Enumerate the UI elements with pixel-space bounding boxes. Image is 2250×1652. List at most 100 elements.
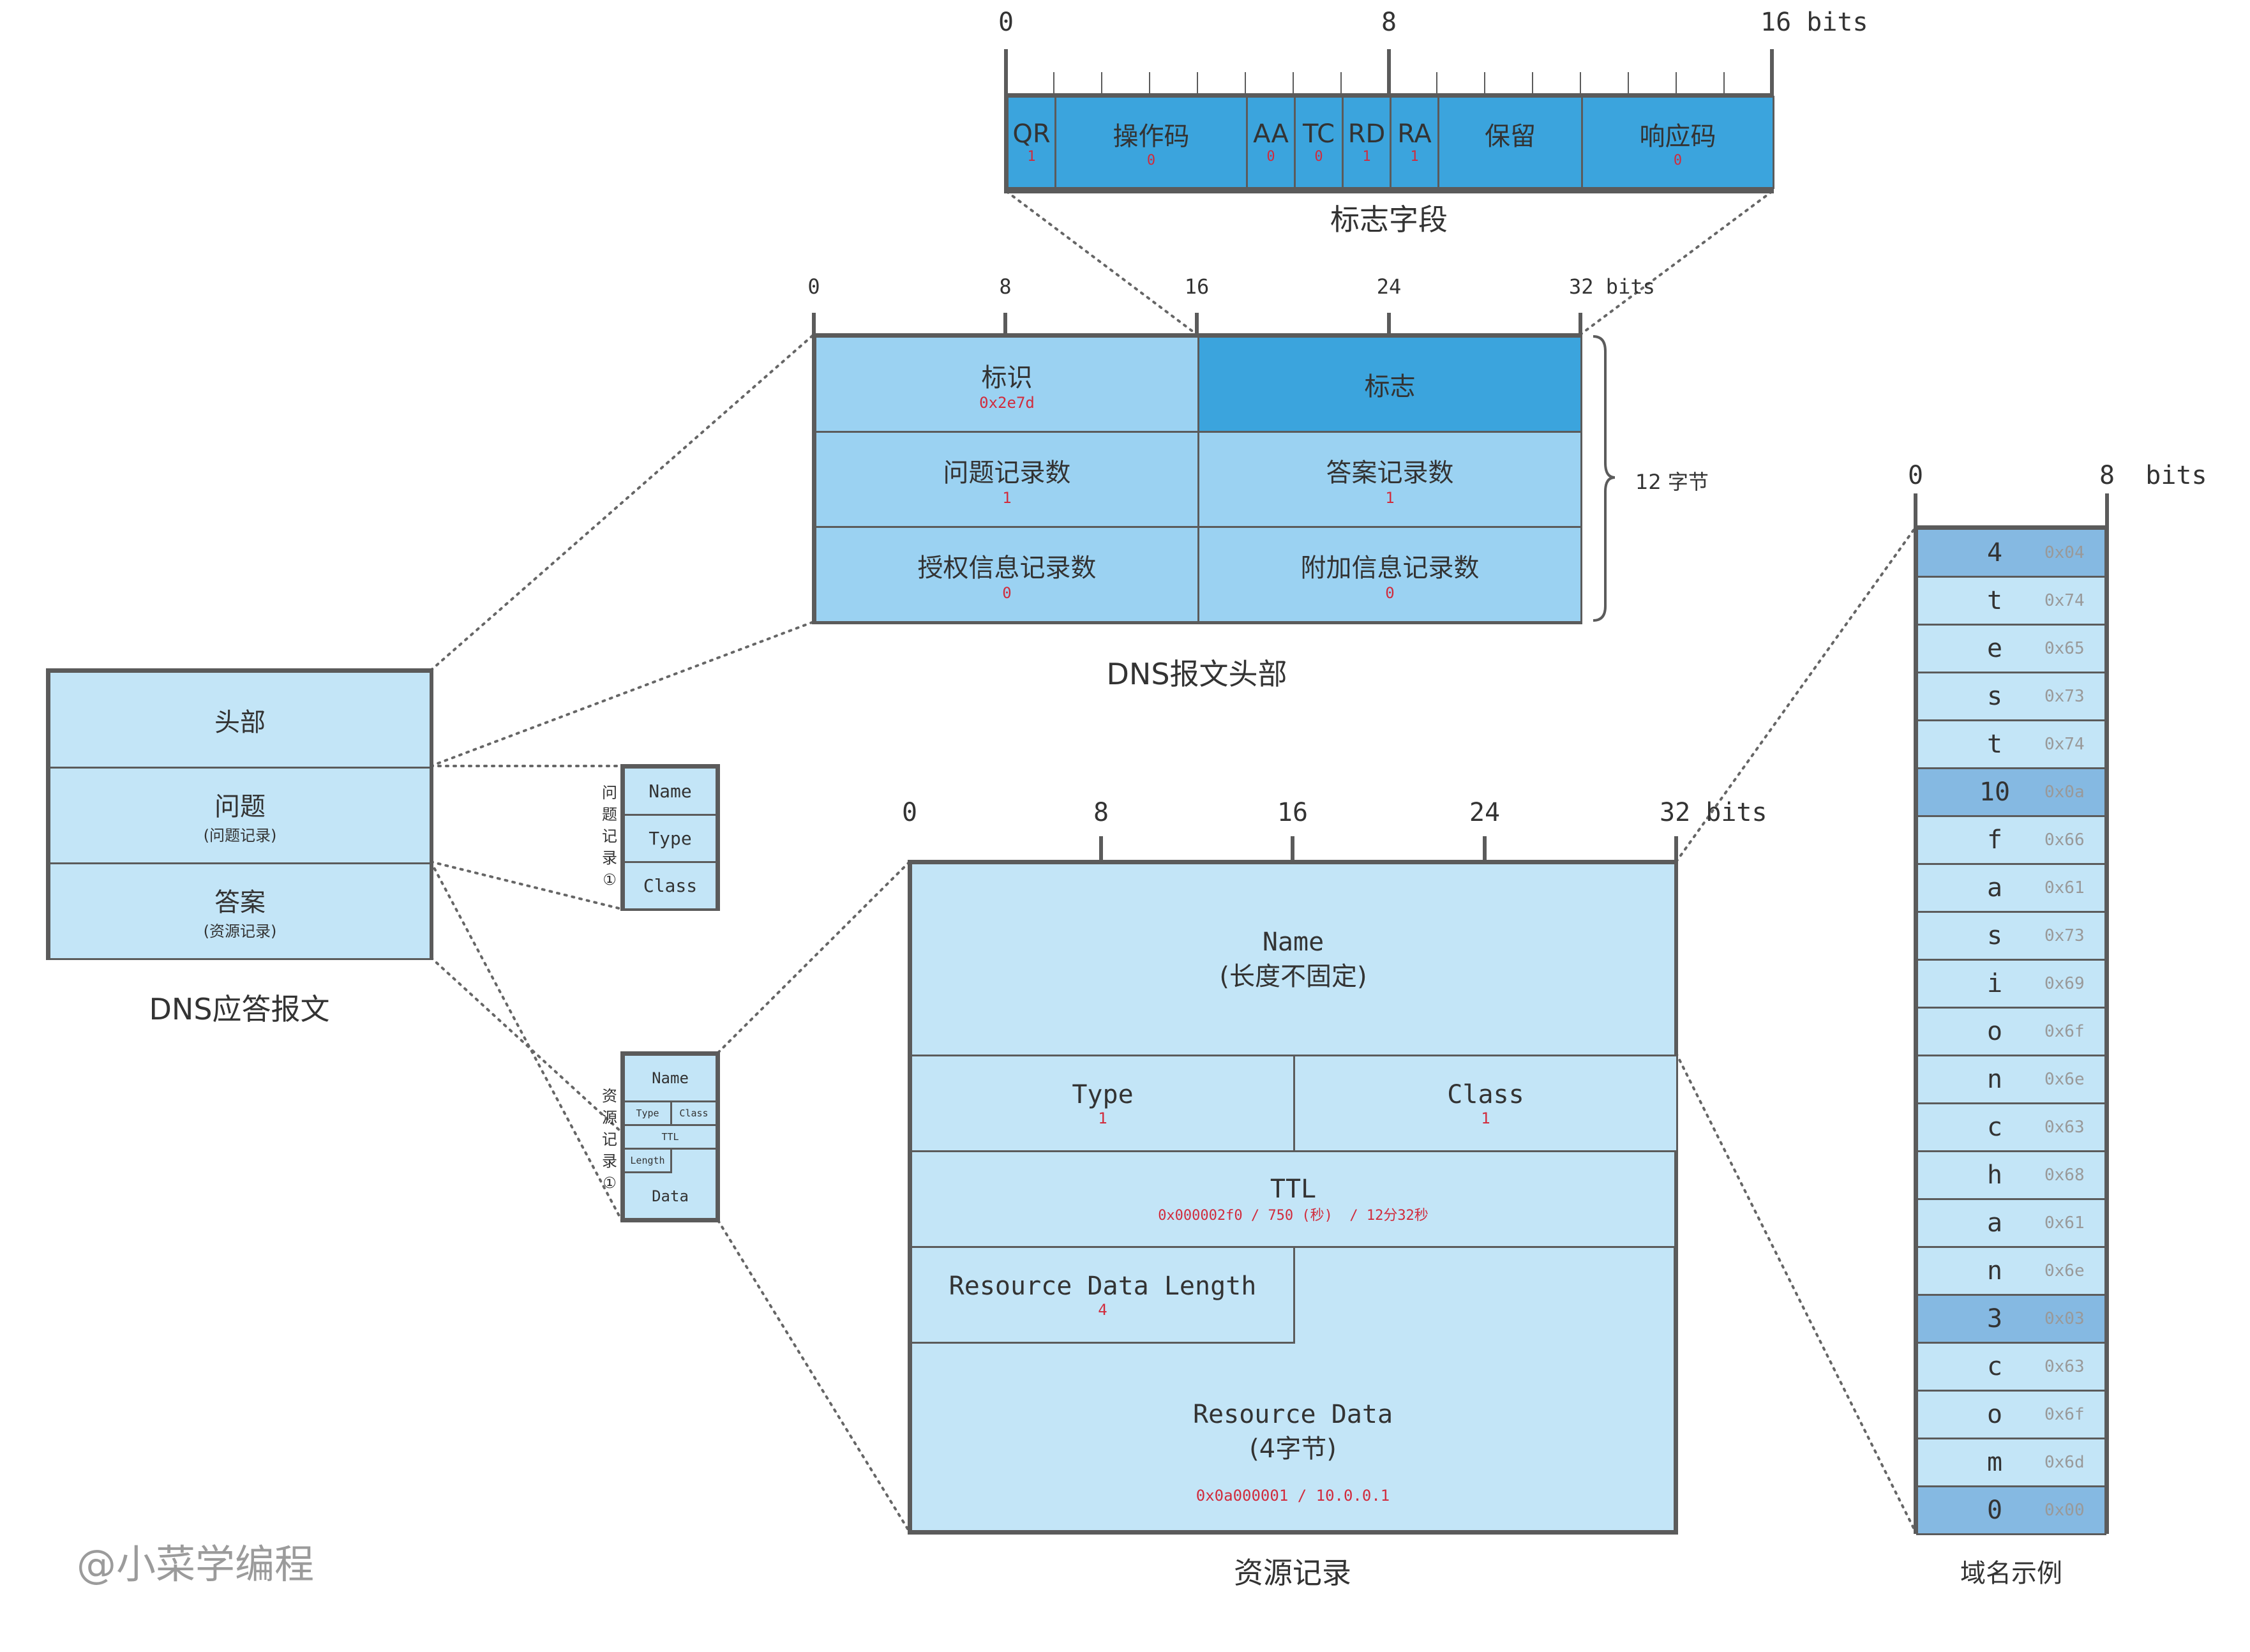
header-scale-8: 8	[999, 274, 1012, 299]
byte-char: c	[1986, 1113, 2003, 1142]
rr-mini-type: Type	[623, 1100, 672, 1126]
byte-hex: 0x73	[2044, 926, 2085, 945]
response-caption: DNS应答报文	[149, 992, 330, 1026]
side-char: 题	[602, 806, 617, 823]
byte-hex: 0x68	[2044, 1166, 2085, 1185]
watermark: @小菜学编程	[77, 1541, 315, 1588]
byte-hex: 0x63	[2044, 1118, 2085, 1137]
byte-char: 4	[1986, 538, 2003, 567]
flags-bit-tick	[1387, 49, 1391, 95]
side-char: 记	[602, 827, 617, 845]
byte-char: m	[1986, 1448, 2003, 1477]
byte-hex: 0x74	[2044, 591, 2085, 610]
header-tick	[1195, 313, 1199, 336]
rr-mini-name: Name	[623, 1054, 717, 1102]
flags-bit-tick	[1197, 72, 1198, 95]
domain-tick	[2105, 493, 2109, 529]
header-scale-16: 16	[1184, 274, 1210, 299]
side-char: ①	[603, 871, 617, 889]
flags-bit-tick	[1580, 72, 1581, 95]
question-field-class: Class	[623, 861, 717, 910]
side-char: 问	[602, 784, 617, 802]
byte-char: t	[1986, 730, 2003, 759]
flags-bit-tick	[1149, 72, 1150, 95]
rr-scale-32: 32 bits	[1660, 798, 1767, 827]
domain-byte-row: c 0x63	[1916, 1102, 2106, 1152]
flag-name: 操作码	[1113, 122, 1190, 151]
domain-caption: 域名示例	[1960, 1559, 2062, 1588]
byte-char: s	[1986, 682, 2003, 711]
rr-tick	[1291, 836, 1294, 863]
cell-label: 授权信息记录数	[917, 553, 1097, 583]
rr-scale-0: 0	[901, 798, 918, 827]
flag-value: 0	[1314, 149, 1323, 165]
byte-hex: 0x6f	[2044, 1022, 2085, 1041]
rr-scale-8: 8	[1093, 798, 1109, 827]
flag-value: 1	[1362, 149, 1371, 165]
flags-bit-tick	[1676, 72, 1677, 95]
connector-flags-right	[1579, 190, 1773, 336]
flag-value: 1	[1410, 149, 1419, 165]
flags-scale-16: 16 bits	[1760, 8, 1868, 37]
response-section-answer: 答案 (资源记录)	[49, 862, 431, 960]
byte-char: e	[1986, 634, 2003, 663]
rr-scale-24: 24	[1469, 798, 1501, 827]
flags-bit-tick	[1436, 72, 1437, 95]
flags-bit-tick	[1770, 49, 1774, 95]
flag-name: TC	[1302, 119, 1335, 149]
header-cell-id: 标识 0x2e7d	[814, 336, 1199, 433]
header-tick	[812, 313, 816, 336]
flags-bit-tick	[1723, 72, 1725, 95]
rr-mini-length: Length	[623, 1148, 672, 1173]
cell-label: 问题记录数	[943, 458, 1071, 488]
byte-hex: 0x0a	[2044, 783, 2085, 802]
section-label: 头部	[214, 707, 266, 737]
brace-12-bytes	[1593, 335, 1616, 622]
byte-char: 0	[1986, 1496, 2003, 1525]
header-tick	[1387, 313, 1391, 336]
header-tick	[1579, 313, 1582, 336]
flags-bit-tick	[1340, 72, 1342, 95]
flags-caption: 标志字段	[1330, 202, 1448, 237]
byte-hex: 0x00	[2044, 1501, 2085, 1520]
connector-rr-bottom	[717, 1219, 911, 1533]
field-value: 4	[1098, 1300, 1107, 1319]
flags-bit-tick	[1004, 49, 1008, 95]
rr-mini-class: Class	[670, 1100, 717, 1126]
byte-char: f	[1986, 825, 2003, 855]
connector-header-top	[430, 333, 815, 672]
byte-char: o	[1986, 1017, 2003, 1046]
field-label: TTL	[1270, 1174, 1317, 1204]
flag-name: RA	[1397, 119, 1432, 149]
byte-hex: 0x03	[2044, 1309, 2085, 1328]
question-field-type: Type	[623, 814, 717, 863]
field-value: 0x0a000001 / 10.0.0.1	[1196, 1487, 1390, 1505]
flags-scale-8: 8	[1381, 8, 1397, 37]
question-side-label: 问 题 记 录 ①	[600, 782, 619, 890]
field-value: 1	[1481, 1109, 1490, 1127]
flag-value: 0	[1673, 153, 1683, 169]
side-char: ①	[603, 1174, 617, 1192]
flag-name: RD	[1347, 119, 1386, 149]
side-char: 源	[602, 1109, 617, 1127]
cell-label: 标识	[981, 363, 1033, 393]
cell-label: 答案记录数	[1326, 458, 1454, 488]
response-section-question: 问题 (问题记录)	[49, 767, 431, 864]
field-sub: (长度不固定)	[1219, 962, 1367, 991]
byte-char: h	[1986, 1160, 2003, 1190]
rr-scale-16: 16	[1277, 798, 1309, 827]
